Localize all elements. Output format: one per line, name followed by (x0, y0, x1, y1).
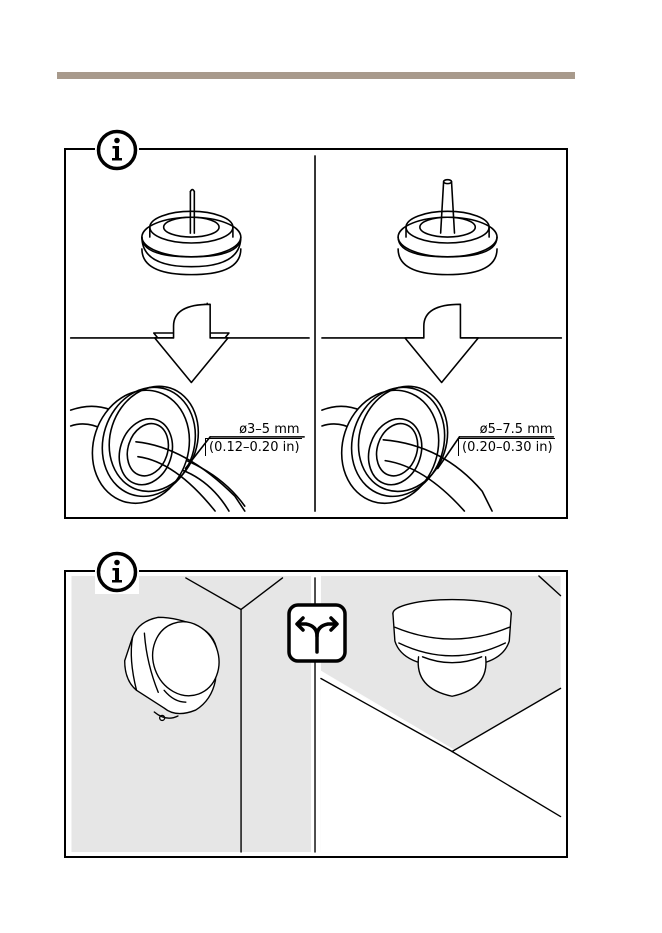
info-icon (95, 550, 139, 594)
cable-diameter-label-small: ø3–5 mm (0.12–0.20 in) (205, 422, 302, 456)
diameter-inches: (0.12–0.20 in) (205, 438, 302, 456)
diameter-inches: (0.20–0.30 in) (458, 438, 555, 456)
diameter-mm: ø3–5 mm (205, 422, 302, 438)
split-arrow-icon (286, 602, 348, 664)
info-icon (95, 128, 139, 172)
diameter-mm: ø5–7.5 mm (458, 422, 555, 438)
gasket-illustration (66, 150, 566, 517)
mount-options-panel (64, 570, 568, 858)
cable-diameter-label-large: ø5–7.5 mm (0.20–0.30 in) (458, 422, 555, 456)
small-gasket-icon (142, 190, 241, 275)
header-rule (57, 72, 575, 79)
down-arrow-icon (405, 304, 478, 382)
down-arrow-icon (154, 303, 229, 382)
cable-gasket-panel (64, 148, 568, 519)
large-gasket-icon (398, 180, 497, 275)
